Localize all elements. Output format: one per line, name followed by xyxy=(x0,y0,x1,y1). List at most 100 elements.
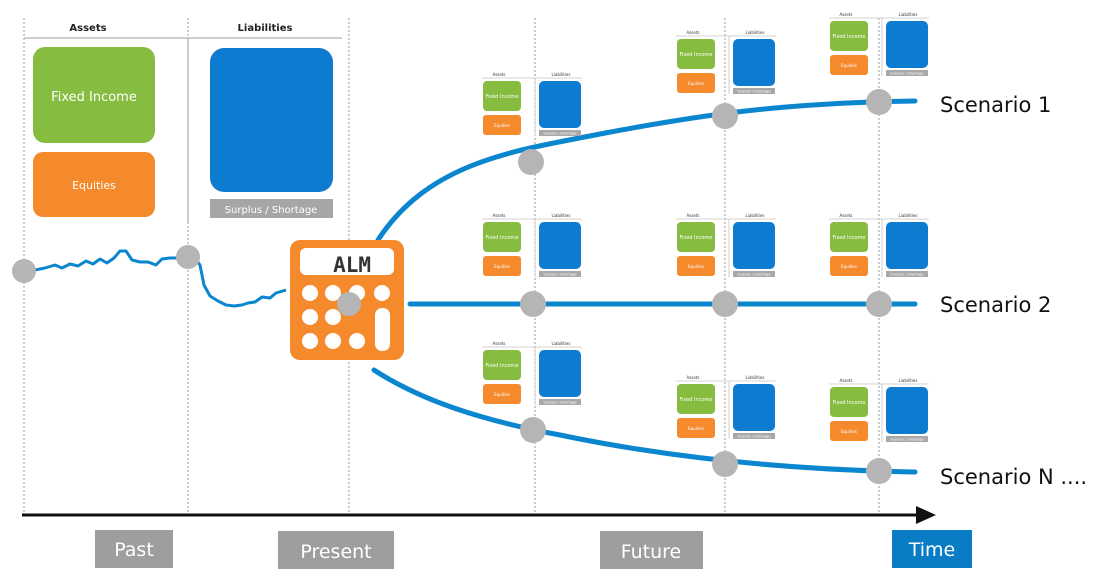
time-label-box xyxy=(892,530,972,568)
mini-assets-header: Assets xyxy=(686,375,699,380)
mini-liabilities-block xyxy=(733,384,775,431)
mini-surplus-label-box xyxy=(733,433,775,439)
mini-surplus-label: Surplus / Shortage xyxy=(543,273,577,277)
scenario-1-path xyxy=(375,98,918,243)
mini-surplus-label: Surplus / Shortage xyxy=(737,273,771,277)
scenario-2-label: Scenario 2 xyxy=(940,293,1051,317)
mini-surplus-label: Surplus / Shortage xyxy=(890,438,924,442)
calculator-display xyxy=(300,248,394,275)
mini-surplus-label: Surplus / Shortage xyxy=(543,401,577,405)
equities-block xyxy=(33,152,155,217)
mini-equities-block xyxy=(677,418,715,438)
calculator-tall-key xyxy=(375,308,390,351)
main-balance-panel: Assets Liabilities Fixed Income Equities… xyxy=(24,23,342,222)
mini-equities-label: Equities xyxy=(688,81,704,86)
mini-surplus-label-box xyxy=(886,271,928,277)
mini-liabilities-header: Liabilities xyxy=(552,213,571,218)
calculator-key xyxy=(302,333,318,349)
mini-surplus-label-box xyxy=(733,88,775,94)
mini-surplus-label: Surplus / Shortage xyxy=(890,72,924,76)
mini-fixed-income-block xyxy=(830,222,868,252)
timeline-node xyxy=(518,149,544,175)
mini-assets-header: Assets xyxy=(839,12,852,17)
equities-label: Equities xyxy=(72,179,116,192)
past-history-line xyxy=(23,249,287,308)
mini-equities-label: Equities xyxy=(688,426,704,431)
mini-fixed-income-label: Fixed Income xyxy=(680,235,713,241)
past-label: Past xyxy=(114,539,154,561)
mini-liabilities-block xyxy=(733,222,775,269)
timeline-node xyxy=(866,458,892,484)
timeline-node xyxy=(520,291,546,317)
liabilities-block xyxy=(210,48,333,192)
mini-assets-header: Assets xyxy=(686,213,699,218)
mini-surplus-label-box xyxy=(733,271,775,277)
mini-equities-block xyxy=(830,421,868,441)
mini-liabilities-block xyxy=(539,81,581,128)
mini-fixed-income-label: Fixed Income xyxy=(486,235,519,241)
timeline-node xyxy=(712,103,738,129)
mini-equities-label: Equities xyxy=(841,429,857,434)
mini-equities-block xyxy=(830,256,868,276)
surplus-label-box xyxy=(210,199,333,218)
time-axis xyxy=(22,506,936,524)
mini-surplus-label-box xyxy=(886,70,928,76)
scenario-nodes xyxy=(518,89,892,484)
present-label: Present xyxy=(300,541,371,563)
timeline-node xyxy=(712,451,738,477)
mini-equities-block xyxy=(483,115,521,135)
mini-surplus-label-box xyxy=(539,399,581,405)
mini-equities-label: Equities xyxy=(688,264,704,269)
timeline-node xyxy=(520,417,546,443)
mini-surplus-label-box xyxy=(886,436,928,442)
mini-surplus-label: Surplus / Shortage xyxy=(737,90,771,94)
mini-fixed-income-block xyxy=(677,222,715,252)
past-label-box xyxy=(95,530,173,568)
alm-calculator-icon: ALM xyxy=(290,240,404,360)
time-axis-arrowhead xyxy=(916,506,936,524)
liabilities-header: Liabilities xyxy=(238,23,293,34)
mini-fixed-income-block xyxy=(483,350,521,380)
timeline-node xyxy=(337,292,361,316)
mini-equities-label: Equities xyxy=(841,264,857,269)
fixed-income-block xyxy=(33,47,155,143)
calculator-key xyxy=(302,285,318,301)
mini-fixed-income-label: Fixed Income xyxy=(833,400,866,406)
assets-header: Assets xyxy=(69,23,106,34)
mini-liabilities-block xyxy=(886,387,928,434)
mini-equities-label: Equities xyxy=(494,123,510,128)
mini-equities-block xyxy=(677,73,715,93)
mini-fixed-income-block xyxy=(483,222,521,252)
calculator-key xyxy=(325,285,341,301)
mini-fixed-income-block xyxy=(677,39,715,69)
future-label: Future xyxy=(621,541,682,563)
mini-equities-block xyxy=(483,256,521,276)
timeline-node xyxy=(866,89,892,115)
mini-equities-label: Equities xyxy=(494,264,510,269)
mini-fixed-income-block xyxy=(830,21,868,51)
mini-surplus-label-box xyxy=(539,271,581,277)
scenario-n-path xyxy=(371,367,918,475)
mini-assets-header: Assets xyxy=(686,30,699,35)
timeline-node xyxy=(12,259,36,283)
time-label: Time xyxy=(908,539,956,561)
mini-assets-header: Assets xyxy=(492,341,505,346)
timeline-node xyxy=(712,291,738,317)
mini-fixed-income-label: Fixed Income xyxy=(833,34,866,40)
mini-surplus-label: Surplus / Shortage xyxy=(737,435,771,439)
surplus-label: Surplus / Shortage xyxy=(225,205,318,216)
mini-liabilities-header: Liabilities xyxy=(552,72,571,77)
mini-liabilities-header: Liabilities xyxy=(899,378,918,383)
mini-surplus-label-box xyxy=(539,130,581,136)
mini-liabilities-block xyxy=(886,222,928,269)
mini-equities-block xyxy=(677,256,715,276)
mini-liabilities-header: Liabilities xyxy=(746,375,765,380)
mini-equities-block xyxy=(483,384,521,404)
